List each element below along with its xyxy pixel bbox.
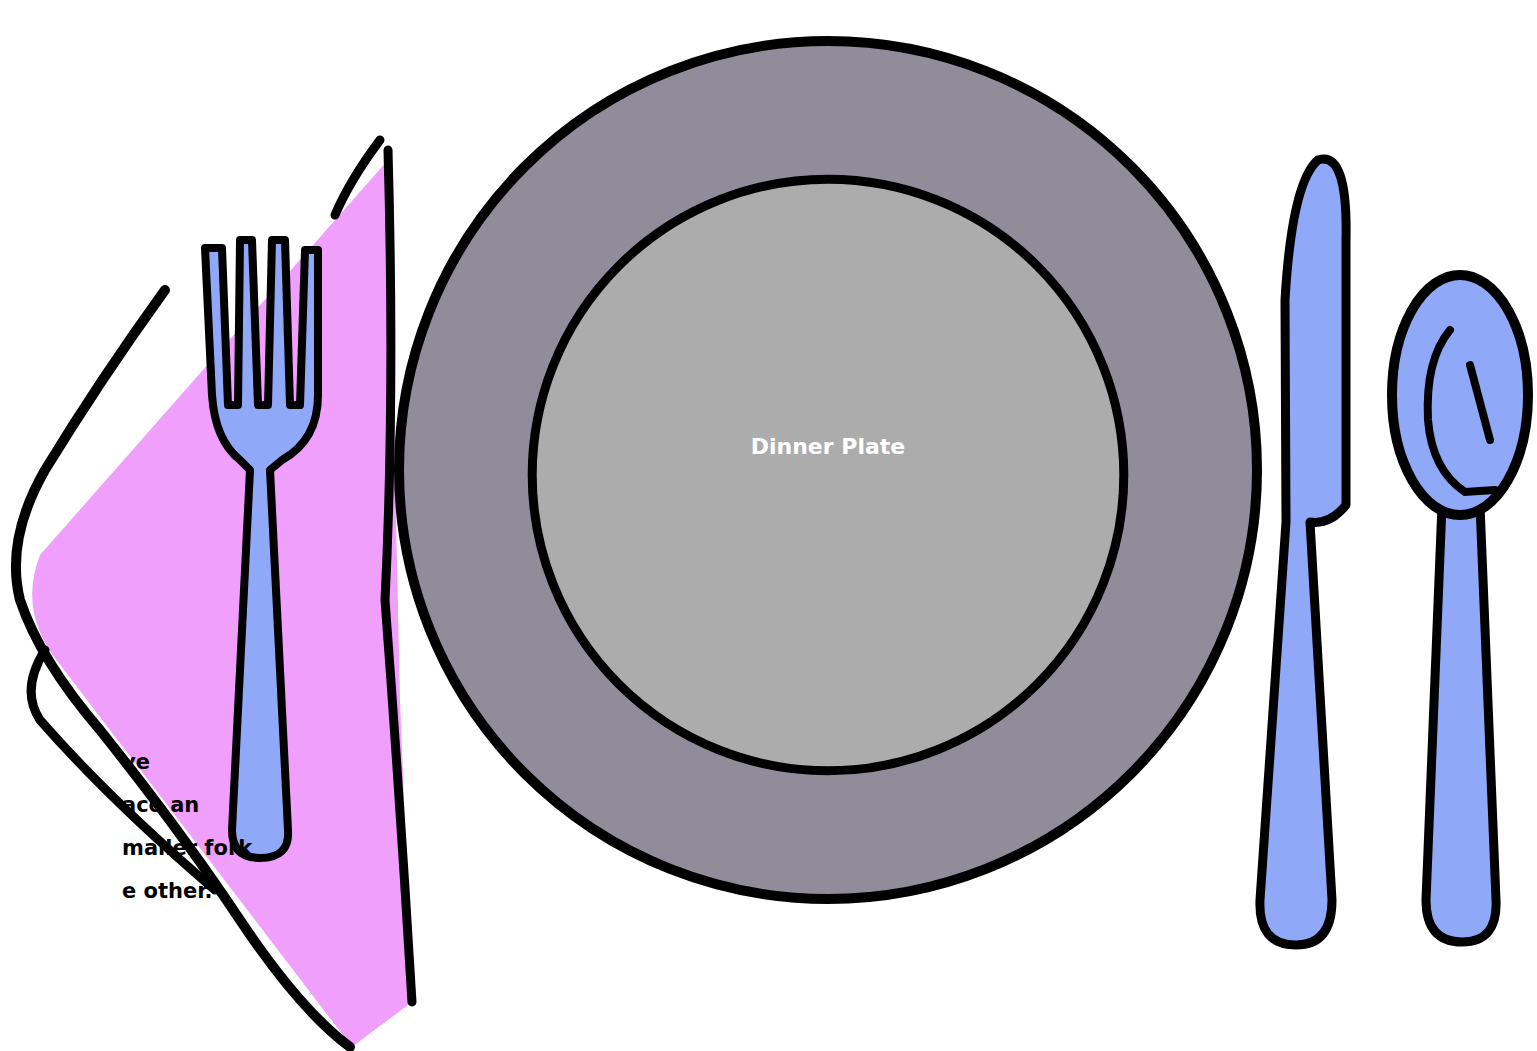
- spoon-bowl-line: [1470, 365, 1490, 440]
- instruction-note: maller fork: [122, 836, 252, 860]
- plate-outline: [393, 33, 1263, 907]
- spoon-handle: [1426, 505, 1496, 942]
- spoon-bowl-line: [1428, 330, 1495, 492]
- plate-center: [532, 179, 1124, 771]
- plate-label: Dinner Plate: [393, 434, 1263, 460]
- knife: [1260, 159, 1346, 945]
- plate-node: Dinner Plate: [393, 33, 1263, 907]
- napkin-edge: [335, 140, 380, 215]
- instruction-note: ace an: [122, 793, 199, 817]
- instruction-note: e other.: [122, 879, 213, 903]
- napkin: [32, 160, 412, 1047]
- instruction-note: ve: [122, 750, 150, 774]
- plate-rim: [399, 41, 1257, 899]
- spoon-bowl: [1392, 275, 1528, 515]
- fork: [205, 240, 318, 858]
